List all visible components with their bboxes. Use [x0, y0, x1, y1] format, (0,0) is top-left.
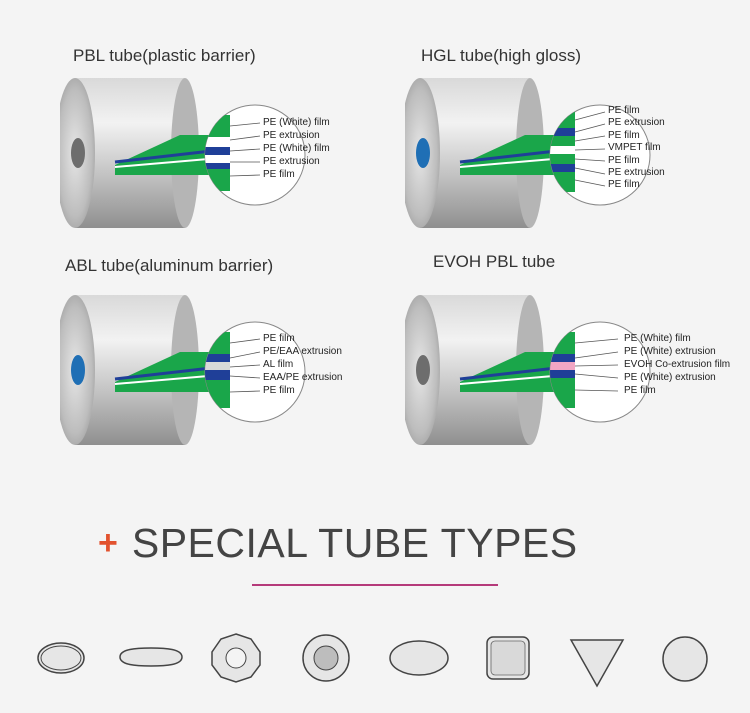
layer-label: PE extrusion [263, 130, 320, 141]
oval-ring-icon [37, 642, 85, 674]
abl-roll-illustration [60, 295, 306, 445]
layer-label: PE (White) extrusion [624, 372, 716, 383]
heading-underline [252, 584, 498, 586]
layer-label: AL film [263, 359, 294, 370]
layer-label: PE extrusion [263, 156, 320, 167]
round-icon [302, 634, 350, 682]
circle-icon [662, 636, 708, 682]
octagon-icon [211, 633, 261, 683]
layer-label: EVOH Co-extrusion film [624, 359, 731, 370]
panel-title: ABL tube(aluminum barrier) [65, 256, 274, 275]
panel-title: EVOH PBL tube [433, 252, 556, 271]
layer-label: PE film [263, 169, 295, 180]
flat-oval-icon [119, 647, 183, 667]
pbl-roll-illustration [60, 78, 306, 228]
layer-label: PE (White) film [263, 117, 330, 128]
layer-label: VMPET film [608, 142, 661, 153]
layer-label: PE film [263, 333, 295, 344]
layer-label: PE film [608, 155, 640, 166]
layer-label: PE (White) film [624, 333, 691, 344]
layer-label: PE (White) film [263, 143, 330, 154]
square-icon [486, 636, 530, 680]
layer-label: PE film [624, 385, 656, 396]
hgl-roll-illustration [405, 78, 651, 228]
layer-label: PE film [608, 105, 640, 116]
evoh-pbl-tube-panel: EVOH PBL tube PE (White) film PE (White)… [405, 250, 745, 450]
ellipse-icon [389, 640, 449, 676]
layer-label: PE extrusion [608, 117, 665, 128]
abl-tube-panel: ABL tube(aluminum barrier) PE film PE/EA… [60, 250, 400, 450]
layer-label: PE (White) extrusion [624, 346, 716, 357]
layer-label: PE film [263, 385, 295, 396]
layer-label: PE film [608, 179, 640, 190]
section-heading: + SPECIAL TUBE TYPES [98, 518, 578, 568]
hgl-tube-panel: HGL tube(high gloss) PE film PE [405, 40, 745, 240]
triangle-icon [569, 639, 625, 688]
layer-label: EAA/PE extrusion [263, 372, 343, 383]
plus-icon: + [98, 524, 118, 562]
pbl-tube-panel: PBL tube(plastic barrier) PE (White) fil… [60, 40, 400, 240]
section-title: SPECIAL TUBE TYPES [131, 519, 578, 566]
layer-label: PE film [608, 130, 640, 141]
layer-label: PE extrusion [608, 167, 665, 178]
evoh-roll-illustration [405, 295, 651, 445]
panel-title: HGL tube(high gloss) [421, 46, 582, 65]
panel-title: PBL tube(plastic barrier) [73, 46, 256, 65]
layer-label: PE/EAA extrusion [263, 346, 342, 357]
